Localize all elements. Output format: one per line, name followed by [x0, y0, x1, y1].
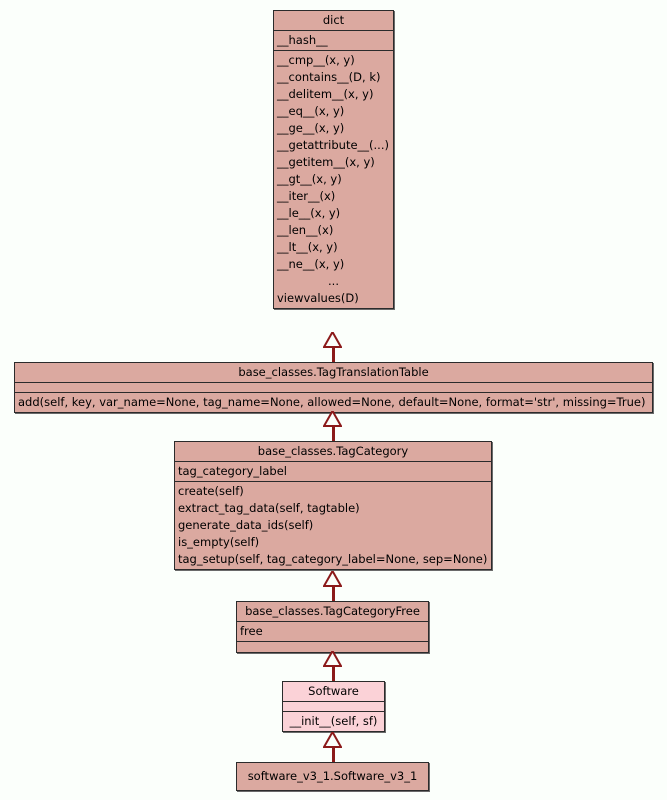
class-name: Software: [308, 684, 359, 698]
class-method: is_empty(self): [178, 535, 260, 549]
class-attribute: __hash__: [277, 33, 328, 47]
edge-line-tagcategory-to-tagtranslationtable: [332, 426, 335, 441]
class-box-tag-translation-table[interactable]: base_classes.TagTranslationTable add(sel…: [14, 362, 653, 413]
class-attributes-compartment: __hash__: [274, 31, 393, 51]
edge-line-softwarev31-to-software: [332, 747, 335, 762]
class-method: add(self, key, var_name=None, tag_name=N…: [18, 395, 646, 409]
class-box-tag-category[interactable]: base_classes.TagCategory tag_category_la…: [174, 441, 492, 570]
class-attribute: tag_category_label: [178, 464, 287, 478]
class-name: software_v3_1.Software_v3_1: [247, 769, 418, 783]
class-attributes-compartment: [15, 383, 652, 393]
class-method: __le__(x, y): [277, 206, 341, 220]
class-method: __delitem__(x, y): [277, 87, 374, 101]
class-method: __cmp__(x, y): [277, 53, 355, 67]
class-title-compartment: base_classes.TagTranslationTable: [15, 363, 652, 383]
class-methods-compartment: create(self) extract_tag_data(self, tagt…: [175, 482, 491, 569]
class-attribute: free: [240, 624, 263, 638]
class-method: __ge__(x, y): [277, 121, 345, 135]
class-title-compartment: software_v3_1.Software_v3_1: [237, 763, 428, 790]
class-title-compartment: base_classes.TagCategoryFree: [237, 602, 428, 622]
class-method: __init__(self, sf): [289, 714, 378, 728]
edge-line-tagcategoryfree-to-tagcategory: [332, 586, 335, 601]
class-methods-compartment: __cmp__(x, y) __contains__(D, k) __delit…: [274, 51, 393, 308]
class-method: __ne__(x, y): [277, 257, 345, 271]
class-methods-compartment: add(self, key, var_name=None, tag_name=N…: [15, 393, 652, 412]
class-box-tag-category-free[interactable]: base_classes.TagCategoryFree free: [236, 601, 429, 653]
class-name: dict: [322, 13, 345, 27]
class-attributes-compartment: tag_category_label: [175, 462, 491, 482]
class-method: __gt__(x, y): [277, 172, 342, 186]
class-method: __len__(x): [277, 223, 334, 237]
class-box-software-v3-1[interactable]: software_v3_1.Software_v3_1: [236, 762, 429, 791]
class-methods-compartment: __init__(self, sf): [283, 712, 384, 731]
class-method: generate_data_ids(self): [178, 518, 314, 532]
edge-line-tagtranslationtable-to-dict: [332, 347, 335, 362]
class-name: base_classes.TagCategoryFree: [245, 604, 420, 618]
class-method: __contains__(D, k): [277, 70, 381, 84]
class-method: viewvalues(D): [277, 291, 359, 305]
class-method: __getitem__(x, y): [277, 155, 375, 169]
class-method: __getattribute__(...): [277, 138, 389, 152]
class-method: tag_setup(self, tag_category_label=None,…: [178, 552, 488, 566]
class-name: base_classes.TagTranslationTable: [238, 365, 429, 379]
class-title-compartment: base_classes.TagCategory: [175, 442, 491, 462]
class-box-dict[interactable]: dict __hash__ __cmp__(x, y) __contains__…: [273, 10, 394, 309]
class-name: base_classes.TagCategory: [257, 444, 409, 458]
class-method-ellipsis: ...: [328, 274, 339, 288]
class-box-software[interactable]: Software __init__(self, sf): [282, 681, 385, 732]
class-method: __lt__(x, y): [277, 240, 338, 254]
class-method: extract_tag_data(self, tagtable): [178, 501, 360, 515]
class-attributes-compartment: [283, 702, 384, 712]
edge-line-software-to-tagcategoryfree: [332, 666, 335, 681]
class-attributes-compartment: free: [237, 622, 428, 642]
class-title-compartment: dict: [274, 11, 393, 31]
class-method: __eq__(x, y): [277, 104, 345, 118]
class-method: create(self): [178, 484, 244, 498]
class-method: __iter__(x): [277, 189, 336, 203]
class-title-compartment: Software: [283, 682, 384, 702]
